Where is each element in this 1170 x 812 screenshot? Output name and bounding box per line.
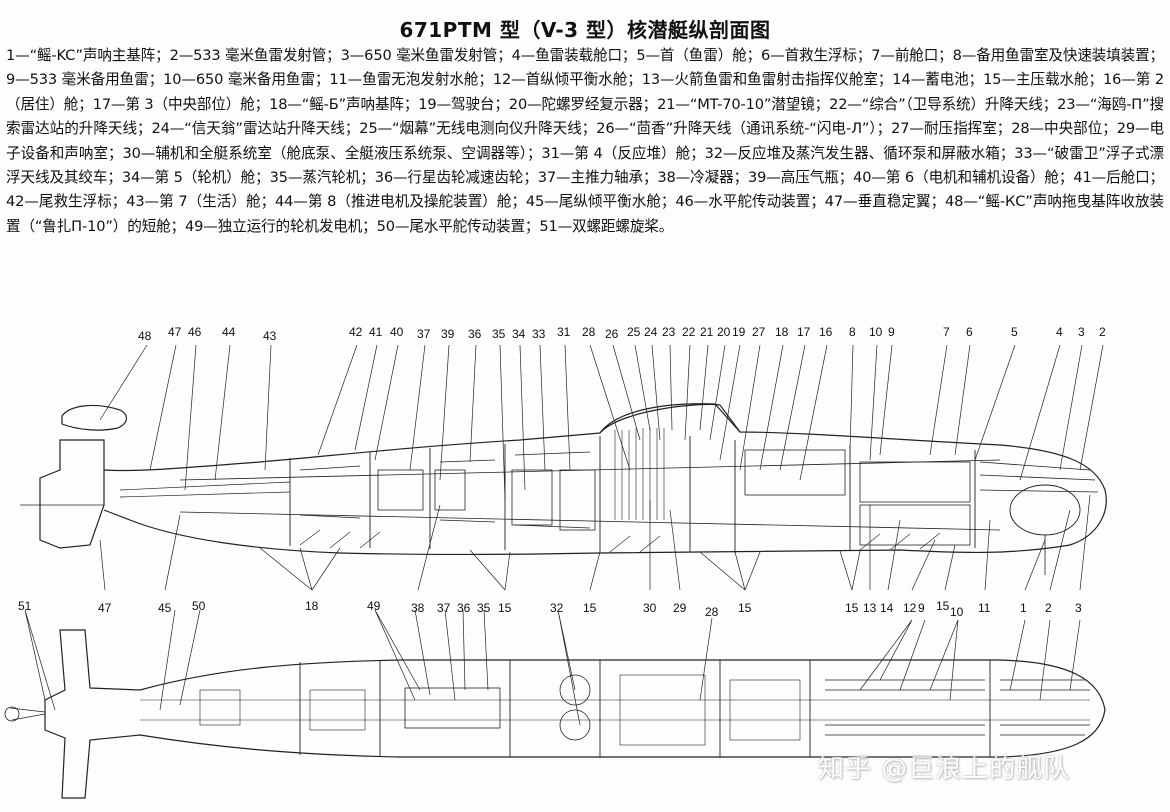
label-24: 24: [644, 325, 658, 339]
mid-label-13: 13: [863, 601, 877, 615]
mid-label-11: 11: [978, 601, 991, 615]
mid-label-38: 38: [411, 601, 425, 615]
mid-label-29: 29: [673, 601, 687, 615]
label-41: 41: [369, 325, 383, 339]
mid-label-9: 9: [918, 601, 925, 615]
mid-label-15c: 15: [738, 601, 752, 615]
top-labels: 48 47 46 44 43 42 41 40 37 39 36 35 34 3…: [138, 325, 1106, 343]
lower-leader-lines: [24, 609, 1081, 726]
mid-leader-lines: [99, 494, 1091, 591]
label-21: 21: [700, 325, 714, 339]
label-47: 47: [168, 325, 182, 339]
mid-label-2: 2: [1045, 601, 1052, 615]
label-9: 9: [888, 325, 895, 339]
watermark: 知乎 @巨浪上的舰队: [818, 754, 1071, 784]
low-label-32: 32: [550, 601, 564, 615]
label-22: 22: [682, 325, 696, 339]
mid-label-15b: 15: [583, 601, 597, 615]
top-leader-lines: [99, 344, 1104, 501]
low-label-35: 35: [477, 601, 491, 615]
label-3: 3: [1078, 325, 1085, 339]
mid-labels: 47 45 18 38 15 15 30 29 15 15 13 14 12 9…: [98, 599, 1082, 615]
lower-labels: 51 50 49 37 36 35 32 28 10: [18, 599, 964, 619]
low-label-10: 10: [950, 605, 964, 619]
label-36: 36: [468, 327, 482, 341]
label-16: 16: [819, 325, 833, 339]
label-27: 27: [752, 325, 766, 339]
label-17: 17: [797, 325, 811, 339]
label-28: 28: [582, 325, 596, 339]
mid-label-3: 3: [1075, 601, 1082, 615]
mid-label-15a: 15: [498, 601, 512, 615]
label-34: 34: [512, 327, 526, 341]
legend-text: 1—“鳐-KC”声呐主基阵；2—533 毫米鱼雷发射管；3—650 毫米鱼雷发射…: [6, 44, 1164, 239]
label-4: 4: [1056, 325, 1063, 339]
mid-label-12: 12: [903, 601, 917, 615]
mid-label-18: 18: [305, 599, 319, 613]
mid-label-47: 47: [98, 601, 112, 615]
label-37: 37: [417, 327, 431, 341]
low-label-37: 37: [437, 601, 451, 615]
label-19: 19: [732, 325, 746, 339]
low-label-36: 36: [457, 601, 471, 615]
mid-label-15d: 15: [845, 601, 859, 615]
label-42: 42: [349, 325, 363, 339]
diagram-title: 671PTM 型（V-3 型）核潜艇纵剖面图: [399, 18, 771, 42]
label-39: 39: [441, 327, 455, 341]
hull-profile: [20, 403, 1107, 575]
label-7: 7: [943, 325, 950, 339]
label-5: 5: [1011, 325, 1018, 339]
label-43: 43: [263, 329, 277, 343]
mid-label-15e: 15: [936, 599, 950, 613]
label-26: 26: [605, 327, 619, 341]
low-label-49: 49: [367, 599, 381, 613]
low-label-50: 50: [192, 599, 206, 613]
label-35: 35: [492, 327, 506, 341]
label-6: 6: [966, 325, 973, 339]
label-46: 46: [188, 325, 202, 339]
label-10: 10: [869, 325, 883, 339]
label-33: 33: [532, 327, 546, 341]
label-25: 25: [627, 325, 641, 339]
label-23: 23: [662, 325, 676, 339]
mid-label-1: 1: [1020, 601, 1027, 615]
mid-label-30: 30: [643, 601, 657, 615]
label-20: 20: [717, 325, 731, 339]
low-label-28: 28: [705, 605, 719, 619]
label-2: 2: [1099, 325, 1106, 339]
label-48: 48: [138, 329, 152, 343]
label-18: 18: [775, 325, 789, 339]
legend-body: 1—“鳐-KC”声呐主基阵；2—533 毫米鱼雷发射管；3—650 毫米鱼雷发射…: [6, 47, 1164, 235]
low-label-51: 51: [18, 599, 32, 613]
label-8: 8: [849, 325, 856, 339]
label-40: 40: [390, 325, 404, 339]
label-31: 31: [557, 325, 571, 339]
mid-label-45: 45: [158, 601, 172, 615]
label-44: 44: [222, 325, 236, 339]
mid-label-14: 14: [880, 601, 894, 615]
